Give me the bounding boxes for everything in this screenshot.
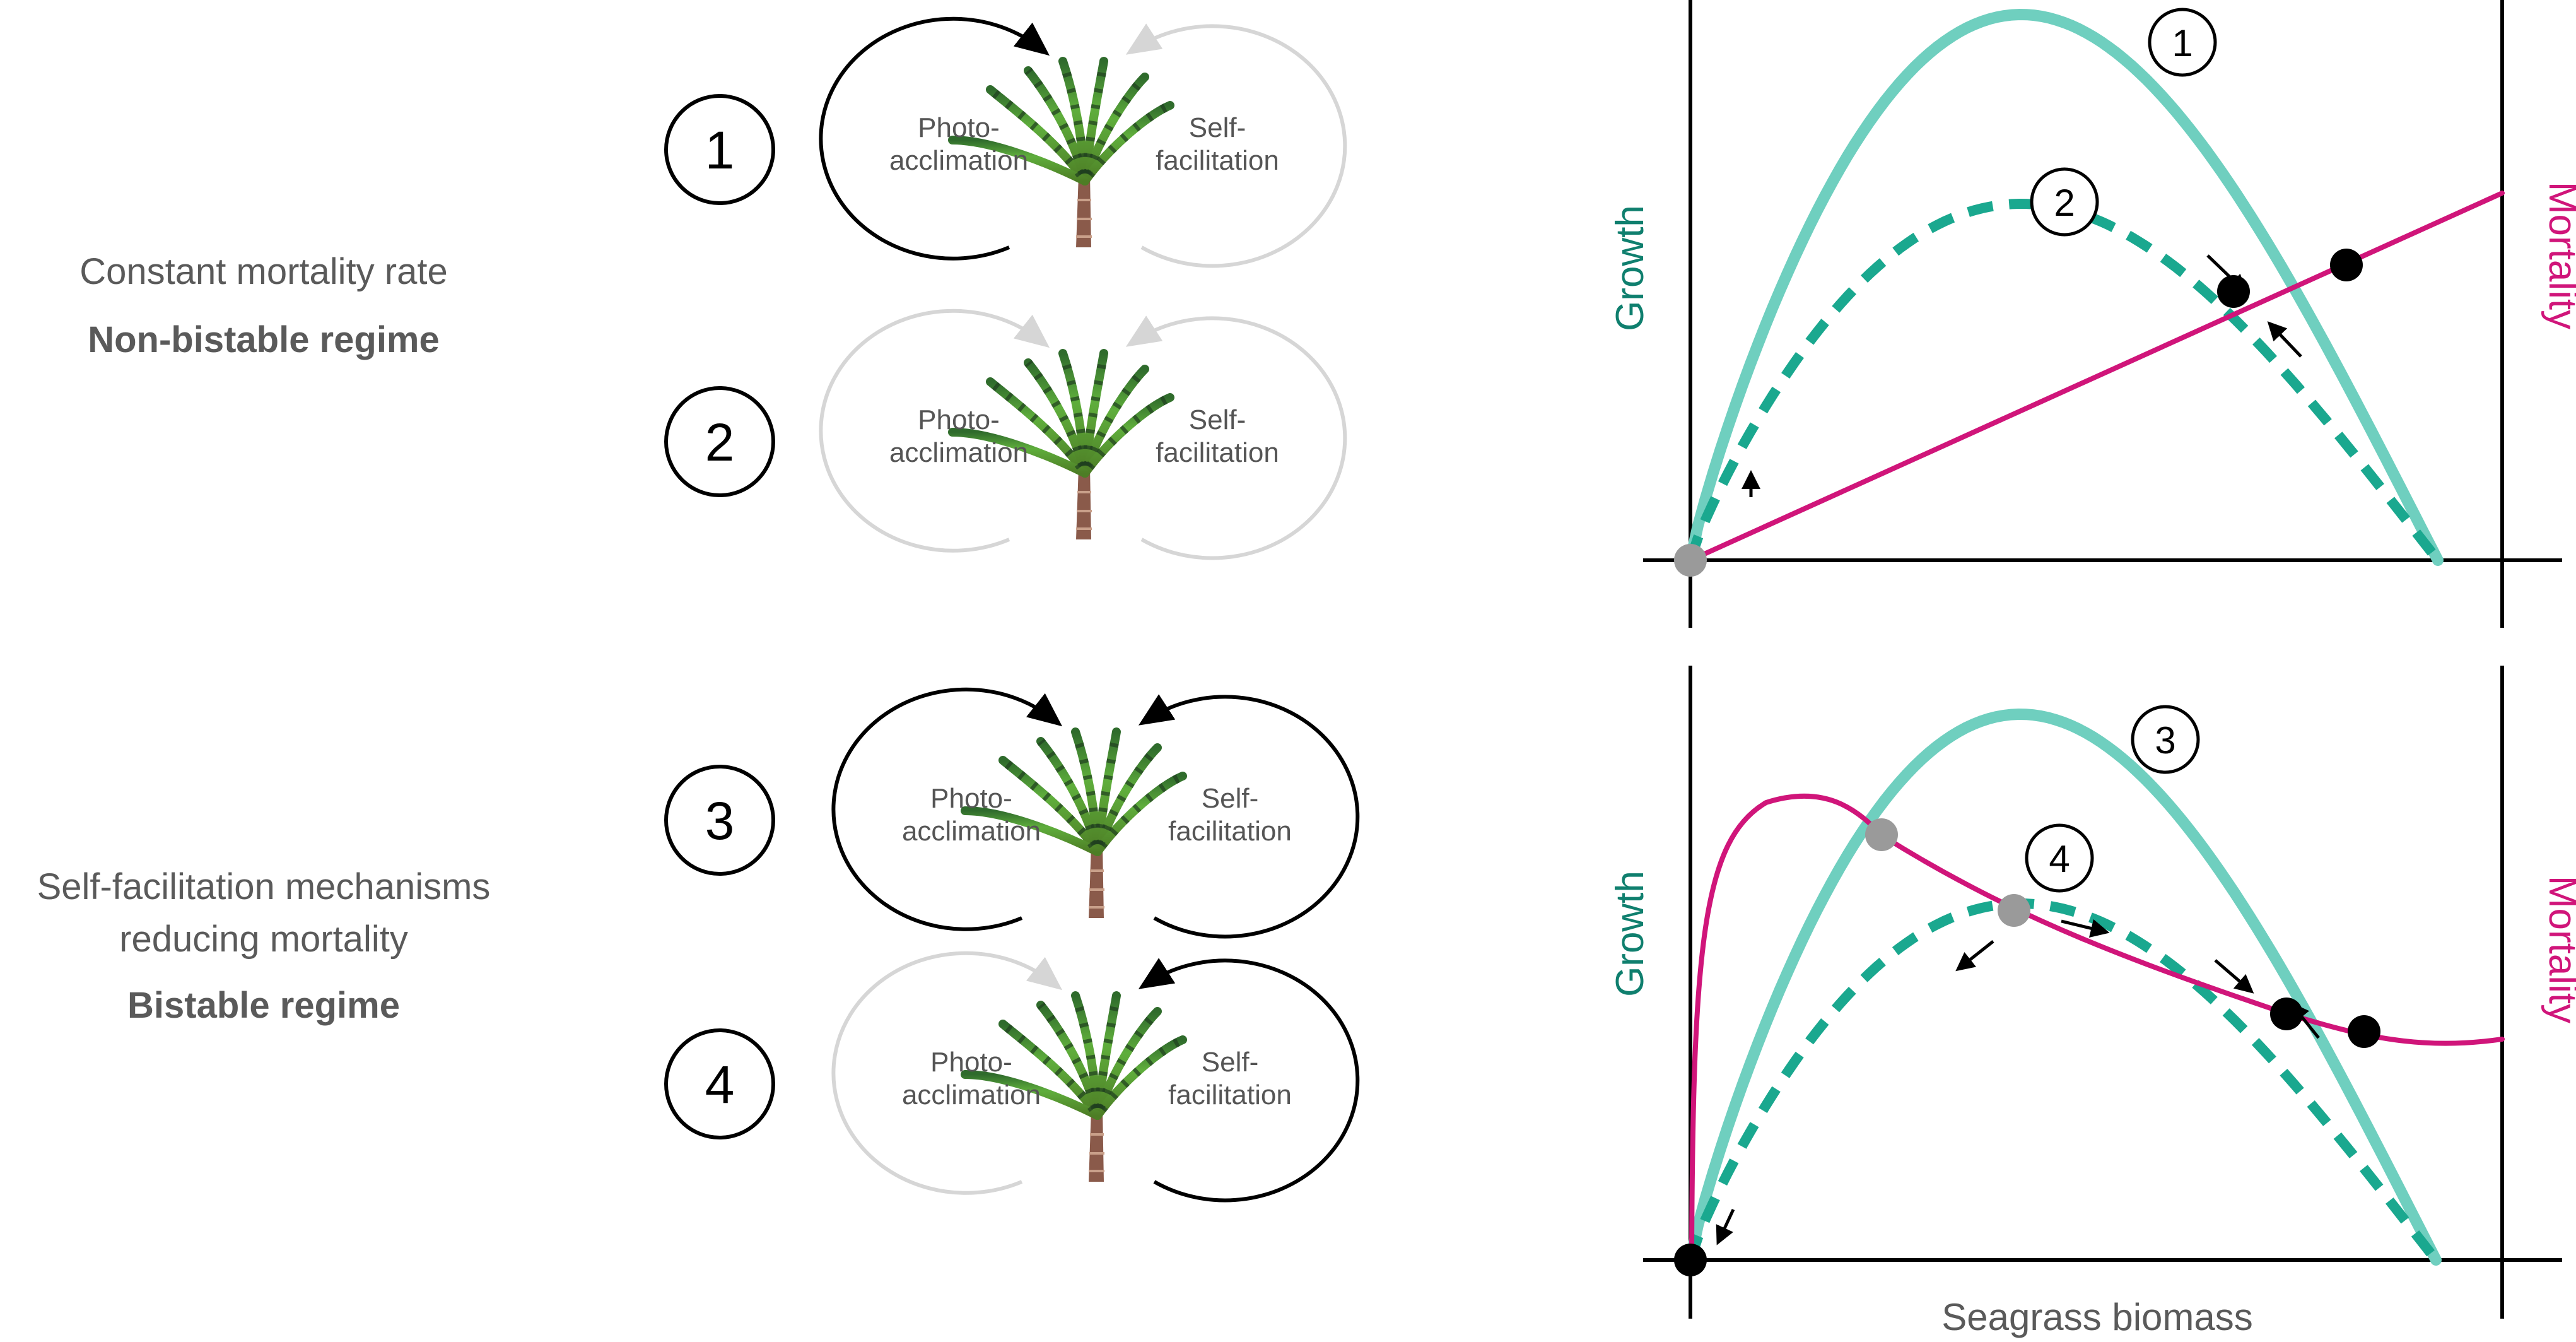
photo-label-line2: acclimation: [889, 145, 1028, 176]
self-facilitation-loop: [1138, 958, 1360, 1203]
plant-stem: [1076, 467, 1091, 539]
curve-label-circle: [2131, 705, 2200, 774]
direction-arrow: [2214, 959, 2254, 994]
photo-label-line1: Photo-: [930, 783, 1012, 814]
self-label-line2: facilitation: [1168, 1080, 1292, 1110]
plant-leaf: [1080, 73, 1149, 185]
plant-leaf: [948, 428, 1089, 478]
curve-label-circle: [2030, 167, 2099, 237]
mortality-axis-label-top: Mortality: [2541, 182, 2576, 329]
curve-label-circle: [2148, 8, 2217, 77]
curve-label: 1: [2172, 22, 2193, 64]
scenario-1: 1 Photo-acclimation Self-facilitation: [664, 16, 1347, 268]
self-label-line2: facilitation: [1156, 145, 1279, 176]
plant-leaf: [961, 806, 1102, 856]
self-label-line2: facilitation: [1156, 437, 1279, 468]
stable-equilibrium-point: [2270, 998, 2303, 1030]
plant-leaf: [1093, 772, 1187, 856]
plant-stem: [1076, 175, 1091, 247]
scenario-number-circle: [664, 94, 775, 205]
photo-label-line1: Photo-: [930, 1047, 1012, 1078]
self-label-line1: Self-: [1189, 404, 1246, 435]
regime-subtitle-bottom: reducing mortality: [119, 919, 408, 960]
scenario-number-circle: [664, 765, 775, 876]
self-facilitation-loop: [1138, 694, 1360, 939]
growth-axis-label-bottom: Growth: [1608, 871, 1652, 997]
plant-leaf: [1080, 101, 1174, 185]
unstable-equilibrium-point: [1674, 544, 1707, 577]
photo-label-line1: Photo-: [918, 404, 1000, 435]
self-facilitation-loop: [1125, 23, 1347, 268]
photo-acclimation-loop: [831, 951, 1063, 1195]
photo-label-line2: acclimation: [902, 816, 1041, 847]
scenario-2: 2 Photo-acclimation Self-facilitation: [664, 309, 1347, 560]
plant-stem: [1089, 1109, 1104, 1182]
regime-name-top: Non-bistable regime: [88, 319, 440, 360]
regime-name-bottom: Bistable regime: [127, 985, 400, 1026]
scenario-number-circle: [664, 386, 775, 497]
regime-title-bottom: Self-facilitation mechanisms: [37, 866, 491, 907]
stable-equilibrium-point: [1674, 1244, 1707, 1276]
plant-leaf: [1080, 365, 1149, 478]
scenario-3: 3 Photo-acclimation Self-facilitation: [664, 687, 1360, 939]
scenario-number: 1: [705, 121, 735, 180]
plant-leaf: [1093, 1035, 1187, 1120]
photo-acclimation-loop: [819, 309, 1050, 553]
scenario-number-circle: [664, 1028, 775, 1139]
x-axis-label: Seagrass biomass: [1941, 1296, 2253, 1338]
unstable-equilibrium-point: [1998, 894, 2030, 927]
growth-curve-solid: [1685, 8, 2444, 566]
curve-label-circle: [2025, 823, 2094, 893]
photo-label-line2: acclimation: [889, 437, 1028, 468]
plant-leaf: [1093, 1007, 1162, 1120]
plant-stem: [1089, 845, 1104, 918]
direction-arrow: [2061, 919, 2110, 938]
regime-label-top: Constant mortality rate Non-bistable reg…: [79, 251, 447, 360]
direction-arrow: [2267, 321, 2302, 358]
scenario-4: 4 Photo-acclimation Self-facilitation: [664, 951, 1360, 1203]
curve-label: 3: [2155, 719, 2175, 762]
plant-leaf: [1080, 393, 1174, 478]
regime-label-bottom: Self-facilitation mechanisms reducing mo…: [37, 866, 491, 1026]
plant-leaf: [1093, 743, 1162, 856]
direction-arrow: [1716, 1208, 1735, 1245]
curve-label: 4: [2049, 838, 2070, 880]
photo-label-line1: Photo-: [918, 112, 1000, 143]
scenario-number: 2: [705, 413, 735, 472]
mortality-axis-label-bottom: Mortality: [2541, 876, 2576, 1023]
graph-top: 12: [1643, 0, 2562, 628]
scenario-number: 4: [705, 1055, 735, 1114]
photo-acclimation-loop: [819, 16, 1050, 261]
stable-equilibrium-point: [2330, 249, 2363, 281]
photo-acclimation-loop: [831, 687, 1063, 931]
stable-equilibrium-point: [2217, 275, 2250, 308]
curve-label: 2: [2054, 182, 2075, 224]
regime-title-top: Constant mortality rate: [79, 251, 447, 292]
stable-equilibrium-point: [2348, 1015, 2380, 1048]
self-label-line1: Self-: [1189, 112, 1246, 143]
plant-leaf: [961, 1070, 1102, 1120]
direction-arrow: [1955, 940, 1994, 972]
plant-leaf: [948, 136, 1089, 185]
photo-label-line2: acclimation: [902, 1080, 1041, 1110]
growth-axis-label-top: Growth: [1608, 205, 1652, 331]
self-label-line1: Self-: [1202, 1047, 1258, 1078]
self-label-line2: facilitation: [1168, 816, 1292, 847]
self-label-line1: Self-: [1202, 783, 1258, 814]
self-facilitation-loop: [1125, 315, 1347, 560]
unstable-equilibrium-point: [1865, 818, 1898, 851]
mortality-curve: [1688, 191, 2505, 563]
graph-bottom: 34: [1643, 666, 2562, 1319]
growth-curve-dashed: [1685, 898, 2440, 1263]
scenario-number: 3: [705, 791, 735, 851]
